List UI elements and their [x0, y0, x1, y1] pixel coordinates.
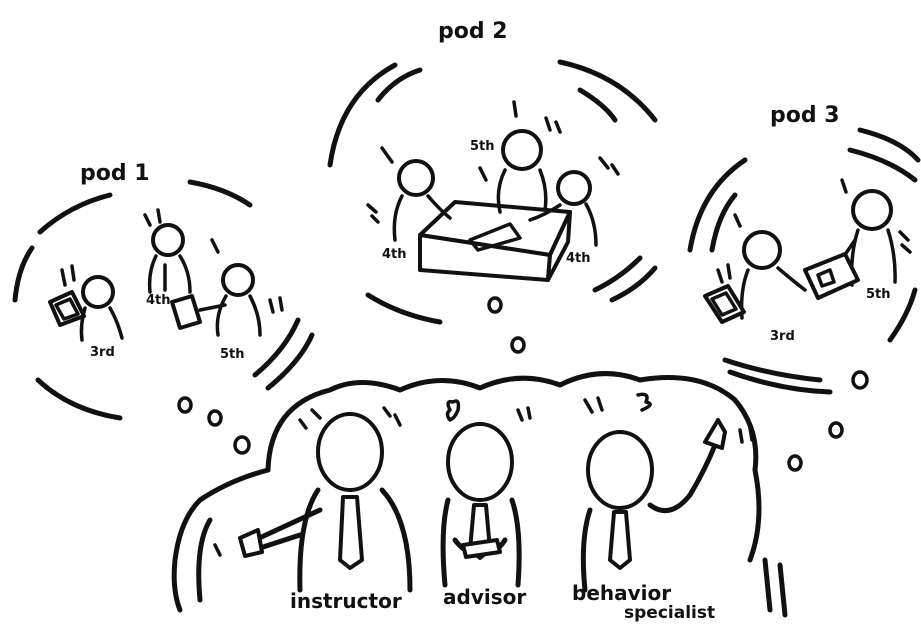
laptop-icon: [50, 292, 84, 325]
pod-2-ring-arc: [580, 90, 615, 120]
pod-2-grade-label: 5th: [470, 139, 495, 154]
pod-1-ring-arc: [190, 182, 250, 205]
pod-2-ring-arc: [368, 295, 440, 322]
pod-1-ring-arc: [15, 248, 32, 300]
pod-2-ring-arc: [612, 268, 655, 300]
pod-2-group: pod 2 4th 5th: [330, 19, 655, 322]
behavior-specialist-label-line1: behavior: [572, 581, 671, 605]
pod-1-ring-arc: [40, 195, 110, 232]
laptop-icon: [705, 286, 744, 322]
pod-3-group: pod 3 3rd 5th: [690, 103, 918, 392]
pod-2-grade-label: 4th: [382, 247, 407, 262]
behavior-specialist-figure: [583, 394, 752, 590]
pod-1-group: pod 1 3rd 4th: [15, 161, 312, 418]
student-figure: [480, 102, 560, 212]
tablet-icon: [805, 254, 858, 298]
tablet-icon: [172, 296, 200, 328]
pod-2-label: pod 2: [438, 19, 508, 44]
behavior-specialist-label-line2: specialist: [624, 603, 715, 623]
pod-3-ring-arc: [890, 290, 915, 340]
pod-3-grade-label: 3rd: [770, 329, 795, 344]
pod-3-grade-label: 5th: [866, 287, 891, 302]
pod-3-label: pod 3: [770, 103, 840, 128]
student-figure: [200, 240, 282, 335]
instructor-figure: [215, 408, 410, 590]
pod-1-ring-arc: [268, 335, 312, 388]
pod-1-grade-label: 3rd: [90, 345, 115, 360]
student-figure: [145, 210, 190, 292]
advisor-label: advisor: [443, 585, 526, 609]
pod-1-grade-label: 5th: [220, 347, 245, 362]
pod-3-ring-arc: [712, 195, 735, 250]
pod-1-grade-label: 4th: [146, 293, 171, 308]
heart-icon: [448, 401, 459, 420]
pod-2-grade-label: 4th: [566, 251, 591, 266]
pod-1-ring-arc: [38, 380, 120, 418]
pod-1-label: pod 1: [80, 161, 150, 186]
pod-3-ring-arc: [850, 150, 915, 180]
pod-3-ring-arc: [690, 160, 745, 250]
instructor-label: instructor: [290, 589, 402, 613]
advisor-figure: [443, 401, 530, 585]
